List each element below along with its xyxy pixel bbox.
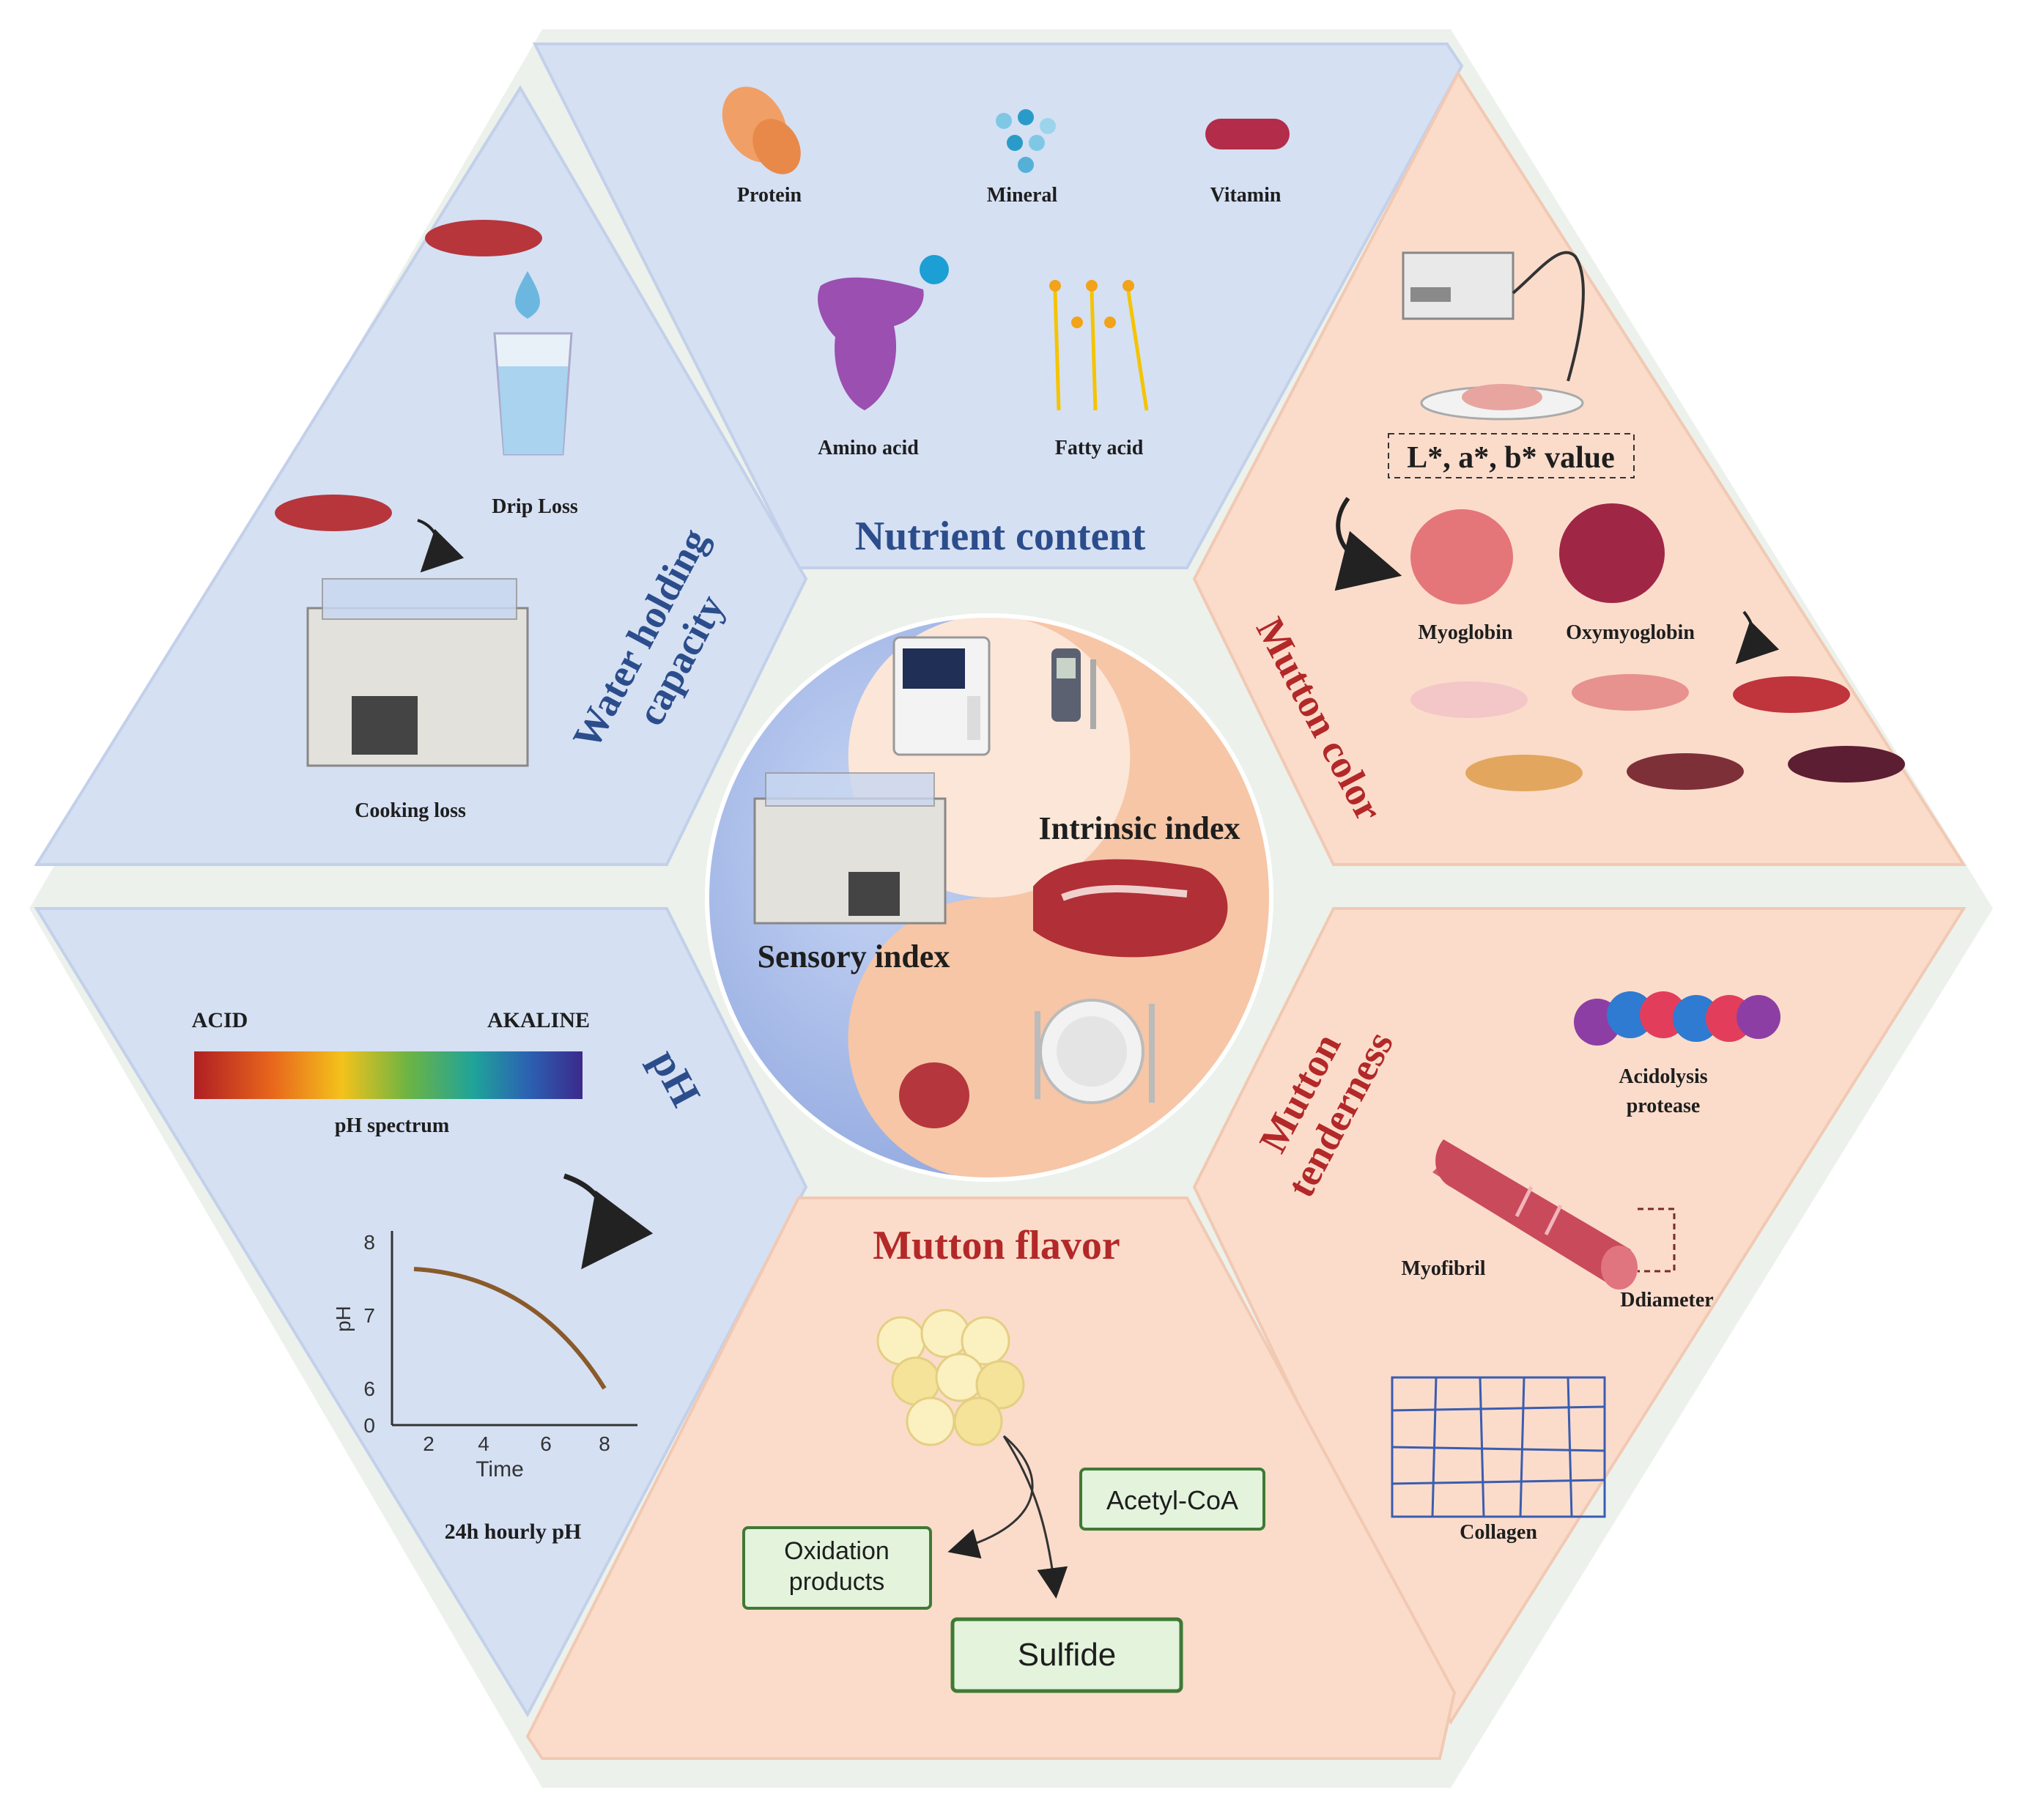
sensory-index-label: Sensory index [758, 939, 950, 974]
plate-icon [1035, 999, 1155, 1104]
ph-ylabel-wrap: pH [332, 1306, 355, 1332]
drip-loss-label: Drip Loss [492, 495, 578, 518]
alkaline-label: AKALINE [487, 1008, 590, 1032]
collagen-label: Collagen [1460, 1521, 1537, 1544]
water-drop-icon [515, 271, 540, 319]
ph-meter-icon [1051, 648, 1096, 729]
ph-xtick-2: 2 [423, 1432, 434, 1455]
protein-icon [722, 86, 801, 174]
panel-water [34, 85, 808, 866]
panel-tenderness [1192, 907, 1967, 1725]
sulfide-box [950, 1617, 1183, 1693]
ph-ytick-8: 8 [363, 1231, 375, 1254]
myoglobin-label: Myoglobin [1418, 621, 1513, 644]
oxidation-products-box [742, 1526, 932, 1610]
fatty-acid-label: Fatty acid [1055, 437, 1144, 459]
ph-chart-ylabel: pH [332, 1306, 355, 1332]
meat-color-swatch-1 [1410, 681, 1528, 718]
cooking-loss-label: Cooking loss [355, 799, 466, 822]
ph-decline-curve [413, 1267, 607, 1390]
acidolysis-line1: Acidolysis [1619, 1065, 1707, 1088]
intrinsic-index-label: Intrinsic index [1038, 810, 1240, 846]
ph-xtick-6: 6 [540, 1432, 552, 1455]
analyzer-icon [892, 636, 991, 756]
ph-ytick-0: 0 [363, 1414, 375, 1437]
water-bath-icon [306, 578, 529, 767]
panel-ph [34, 907, 808, 1718]
meat-color-swatch-6 [1788, 746, 1905, 783]
mutton-flavor-group: Mutton flavor Acetyl-CoA Oxidation produ… [742, 1223, 1265, 1693]
glass-icon [493, 332, 573, 456]
sulfide-arrow [1002, 1435, 1068, 1599]
meat-color-swatch-4 [1465, 755, 1583, 791]
fatty-acid-icon [1049, 280, 1149, 411]
acidolysis-protease-icon [1574, 991, 1780, 1046]
ph-xtick-4: 4 [478, 1432, 489, 1455]
acetyl-coa-box [1079, 1468, 1265, 1531]
meat-color-swatch-3 [1733, 676, 1850, 713]
fat-cells-icon [876, 1309, 1025, 1446]
ph-ytick-6: 6 [363, 1377, 375, 1400]
raw-steak-icon [1033, 859, 1228, 958]
myoglobin-icon [1410, 509, 1513, 604]
cooking-arrow [417, 519, 465, 573]
ph-ytick-7: 7 [363, 1304, 375, 1327]
oxidation-line2: products [789, 1568, 884, 1596]
oxymyoglobin-label: Oxymyoglobin [1566, 621, 1695, 644]
myofibril-icon [1432, 1139, 1638, 1290]
meat-color-swatch-5 [1627, 753, 1744, 790]
myoglobin-arrow [1334, 497, 1402, 591]
diameter-bracket [1638, 1207, 1676, 1273]
panel-flavor [525, 1196, 1457, 1760]
meat-slice-left-icon [275, 495, 392, 531]
panel-nutrient [532, 42, 1464, 569]
colorimeter-icon [1402, 251, 1585, 421]
acidolysis-line2: protease [1627, 1095, 1701, 1117]
myofibril-label: Myofibril [1401, 1257, 1485, 1280]
center-circle: Sensory index Intrinsic index [705, 613, 1273, 1182]
protein-label: Protein [737, 184, 802, 207]
mineral-icon [996, 109, 1056, 173]
acid-label: ACID [192, 1008, 248, 1032]
hourly-ph-label: 24h hourly pH [445, 1520, 582, 1544]
collagen-icon [1391, 1376, 1606, 1518]
lab-value-box [1388, 433, 1635, 478]
nutrient-content-group: Protein Mineral Vitamin Amino acid [722, 86, 1290, 559]
oxidation-line1: Oxidation [784, 1537, 890, 1565]
lab-value-label: L*, a*, b* value [1407, 441, 1615, 475]
ph-spectrum-bar [194, 1051, 583, 1099]
amino-acid-label: Amino acid [818, 437, 919, 459]
meat-slice-top-icon [425, 220, 542, 256]
meat-color-swatch-2 [1572, 674, 1689, 711]
ph-group: ACID AKALINE pH spectrum pH 8 7 6 0 2 4 … [192, 1008, 710, 1544]
ph-xtick-8: 8 [599, 1432, 610, 1455]
mutton-flavor-title: Mutton flavor [873, 1223, 1120, 1268]
water-bath-center-icon [753, 772, 947, 925]
ph-chart-xlabel: Time [476, 1457, 524, 1481]
oxymyoglobin-icon [1559, 503, 1665, 603]
ph-chart: 8 7 6 0 2 4 6 8 Time pH [332, 1231, 637, 1481]
mineral-label: Mineral [987, 184, 1058, 207]
diameter-label: Ddiameter [1620, 1289, 1714, 1312]
nutrient-content-title: Nutrient content [855, 514, 1146, 559]
ph-spectrum-label: pH spectrum [335, 1114, 449, 1137]
ph-arrow [563, 1173, 654, 1270]
oxidation-arrow [947, 1435, 1034, 1559]
color-arrow [1735, 610, 1780, 665]
amino-acid-icon [818, 255, 949, 410]
panel-color [1192, 70, 1967, 866]
sulfide-label: Sulfide [1018, 1637, 1117, 1673]
meat-chunk-icon [899, 1062, 969, 1128]
vitamin-icon [1205, 119, 1290, 149]
acetyl-coa-label: Acetyl-CoA [1106, 1485, 1238, 1515]
vitamin-label: Vitamin [1210, 184, 1282, 207]
